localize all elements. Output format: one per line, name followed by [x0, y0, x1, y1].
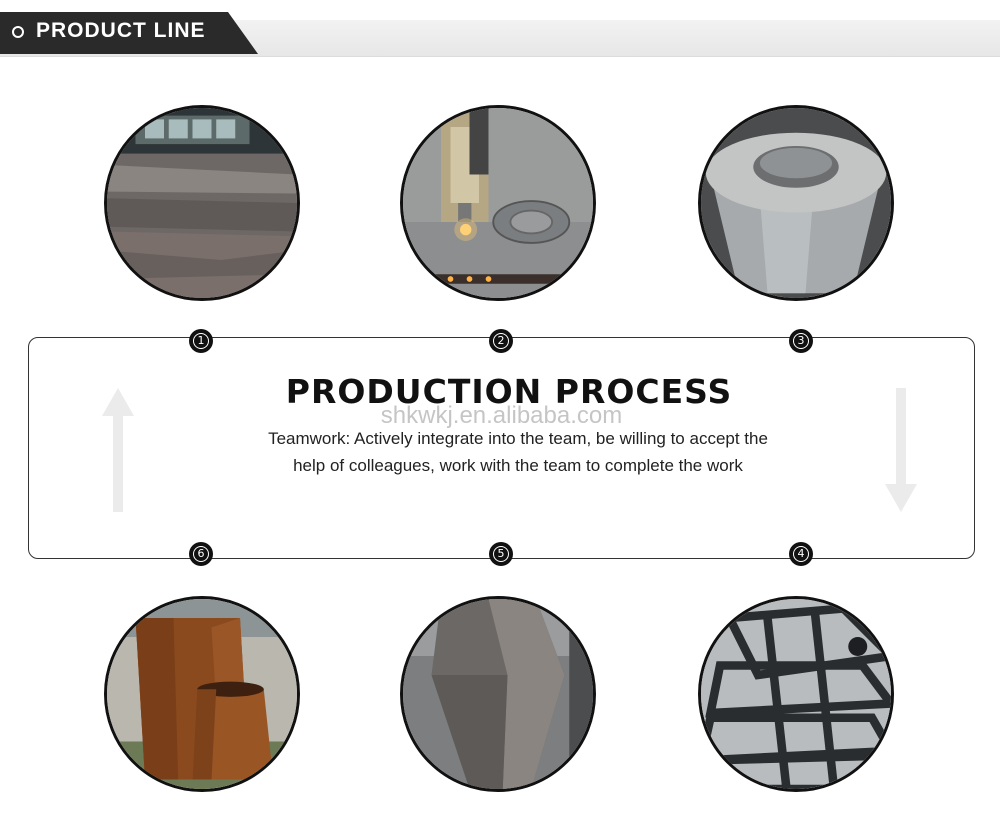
- steel-cone-photo: [698, 105, 894, 301]
- production-process-box: [28, 337, 975, 559]
- process-title: PRODUCTION PROCESS: [285, 372, 733, 411]
- process-description: Teamwork: Actively integrate into the te…: [268, 429, 768, 475]
- step-badge-3: 3: [789, 329, 813, 353]
- step-number: 4: [793, 546, 809, 562]
- steel-plate-photo: [104, 105, 300, 301]
- circle-bullet-icon: [12, 26, 24, 38]
- steel-column-photo: [400, 596, 596, 792]
- step-badge-5: 5: [489, 542, 513, 566]
- steel-frame-photo: [698, 596, 894, 792]
- step-number: 3: [793, 333, 809, 349]
- header-tab: [0, 12, 258, 54]
- watermark: shkwkj.en.alibaba.com: [380, 402, 623, 429]
- corten-planters-photo: [104, 596, 300, 792]
- step-badge-2: 2: [489, 329, 513, 353]
- arrow-down-icon: [885, 388, 917, 512]
- laser-cutting-photo: [400, 105, 596, 301]
- section-title: PRODUCT LINE: [36, 19, 206, 42]
- step-number: 5: [493, 546, 509, 562]
- step-badge-4: 4: [789, 542, 813, 566]
- step-number: 1: [193, 333, 209, 349]
- step-number: 2: [493, 333, 509, 349]
- step-badge-6: 6: [189, 542, 213, 566]
- step-badge-1: 1: [189, 329, 213, 353]
- arrow-up-icon: [102, 388, 134, 512]
- step-number: 6: [193, 546, 209, 562]
